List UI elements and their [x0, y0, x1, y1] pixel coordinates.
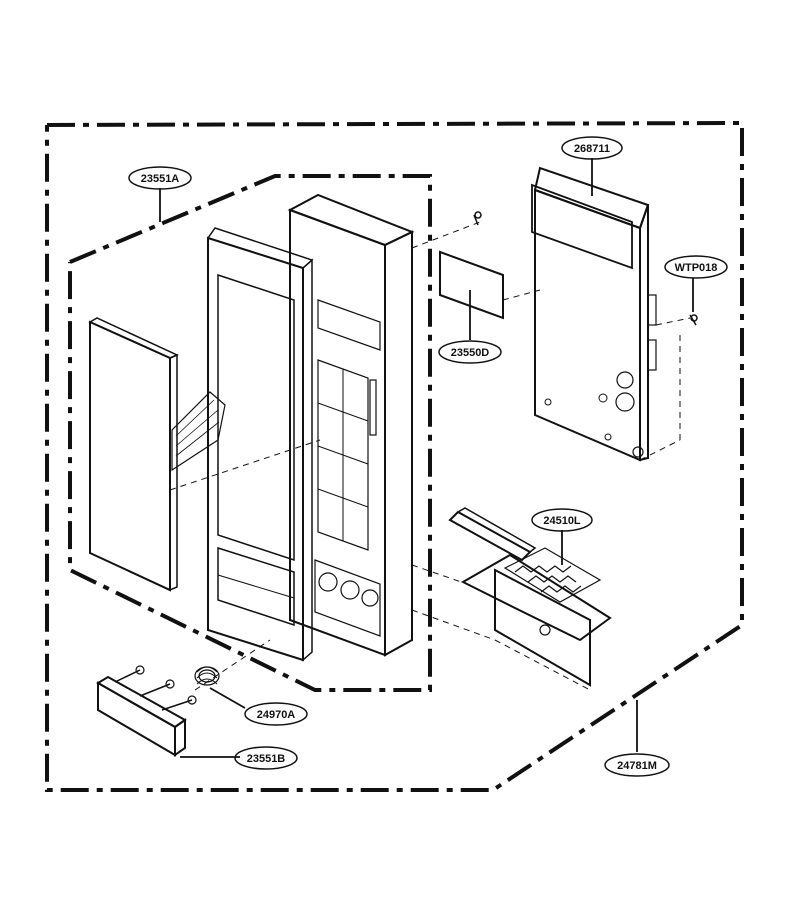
- svg-text:24970A: 24970A: [257, 709, 296, 721]
- svg-text:23551A: 23551A: [141, 173, 180, 185]
- part-label-23550D: 23550D: [438, 340, 502, 364]
- display-window: [439, 250, 504, 320]
- svg-text:WTP018: WTP018: [675, 262, 718, 274]
- svg-text:268711: 268711: [574, 143, 610, 155]
- part-label-23551A: 23551A: [128, 166, 192, 190]
- leader-lines: [159, 158, 694, 758]
- outer-assembly-boundary: [45, 120, 744, 792]
- membrane-panel: [88, 317, 226, 592]
- svg-text:23550D: 23550D: [451, 347, 490, 359]
- alignment-guides: [169, 221, 691, 691]
- part-label-24970A: 24970A: [244, 702, 308, 726]
- switch-holder: [448, 507, 612, 687]
- pcb-board: [531, 166, 657, 462]
- part-label-23551B: 23551B: [234, 746, 298, 770]
- part-label-24781M: 24781M: [604, 753, 670, 777]
- pcb-screw: [689, 314, 698, 326]
- svg-text:24510L: 24510L: [543, 515, 581, 527]
- control-panel-boundary: [68, 174, 432, 692]
- door-button: [96, 665, 197, 757]
- control-panel-housing: [287, 193, 415, 657]
- front-frame: [206, 227, 314, 662]
- part-label-268711: 268711: [561, 136, 623, 160]
- svg-text:24781M: 24781M: [617, 760, 657, 772]
- part-label-WTP018: WTP018: [664, 255, 728, 279]
- ribbon-cable: [171, 391, 226, 472]
- part-label-24510L: 24510L: [531, 508, 593, 532]
- svg-text:23551B: 23551B: [247, 753, 286, 765]
